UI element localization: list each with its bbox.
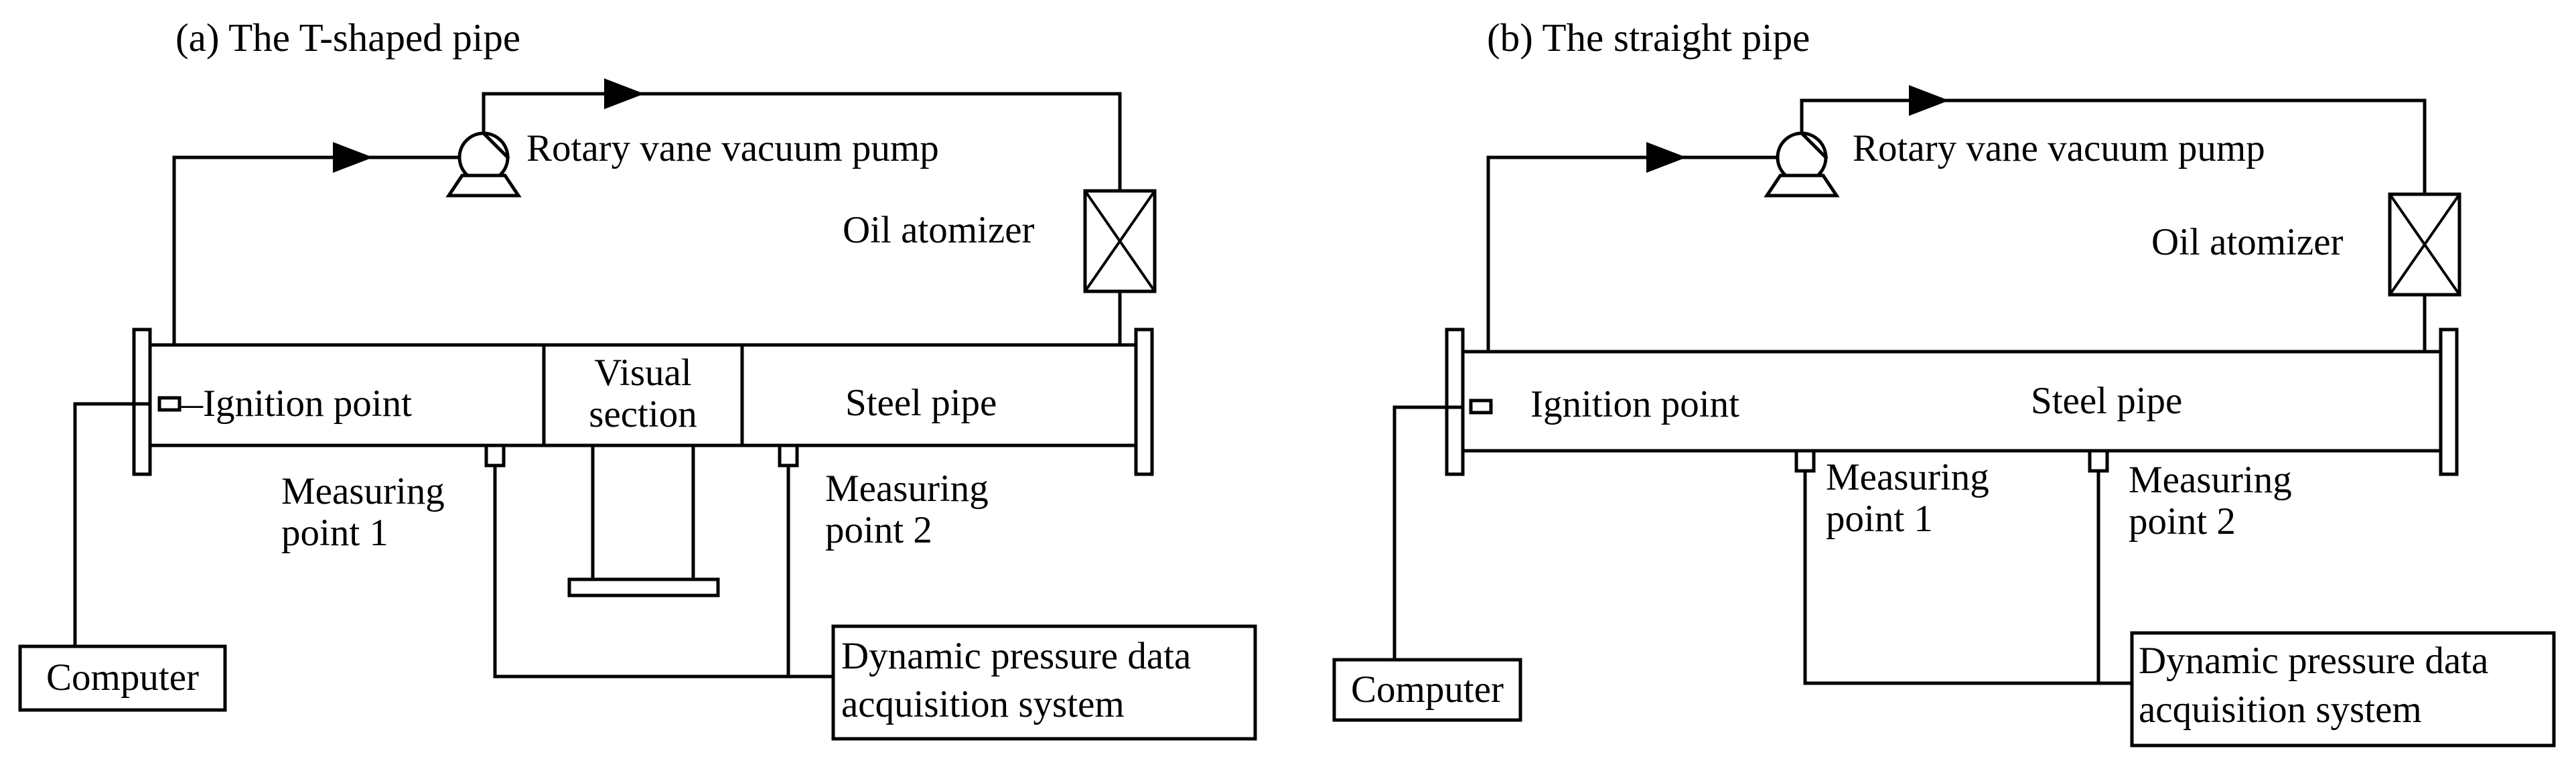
panel-a-visual-label-2: section <box>589 393 697 435</box>
panel-b-computer-box <box>1332 658 1522 722</box>
panel-b-mp1-label-1: Measuring <box>1826 456 1989 498</box>
panel-a-igniter <box>157 396 182 412</box>
panel-a-sensor-1 <box>484 443 506 468</box>
panel-b-pump-icon <box>1764 131 1840 198</box>
panel-b-right-flange <box>2439 328 2459 476</box>
panel-b-mp1-label-2: point 1 <box>1826 498 1933 540</box>
panel-b: (b) The straight pipe Rotary vane vacuum… <box>1332 15 2556 748</box>
panel-b-suction-line <box>1486 155 1784 354</box>
panel-b-mp2-label-1: Measuring <box>2129 459 2292 501</box>
panel-b-sensor-1 <box>1794 449 1816 473</box>
panel-a-atomizer-label: Oil atomizer <box>843 209 1034 251</box>
panel-a-discharge-line <box>482 92 1122 193</box>
panel-a-visual-label-1: Visual <box>594 352 691 394</box>
panel-a-atomizer-icon <box>1083 189 1157 293</box>
panel-b-atomizer-icon <box>2388 192 2461 297</box>
panel-b-daq-box <box>2130 631 2556 748</box>
panel-b-computer-label: Computer <box>1351 668 1504 711</box>
panel-a-computer-box <box>18 644 227 712</box>
panel-a-computer-label: Computer <box>46 656 199 699</box>
panel-a-flow-arrow-1 <box>333 142 373 173</box>
panel-a-suction-line <box>172 155 471 347</box>
panel-a-signal-line-1 <box>493 464 835 679</box>
panel-b-title: (b) The straight pipe <box>1487 15 1810 60</box>
panel-b-pump-label: Rotary vane vacuum pump <box>1853 127 2265 169</box>
panel-b-sensor-2 <box>2088 449 2109 473</box>
panel-a-mp2-label-1: Measuring <box>825 468 989 510</box>
panel-a-title: (a) The T-shaped pipe <box>175 15 520 60</box>
panel-b-daq-label-2: acquisition system <box>2139 689 2422 731</box>
panel-a-ignition-wire <box>73 402 152 648</box>
panel-a-pump-icon <box>445 131 522 198</box>
panel-a: (a) The T-shaped pipe Rotary vane vacuum… <box>18 15 1257 741</box>
panel-a-mp1-label-1: Measuring <box>281 470 445 512</box>
panel-a-pump-label: Rotary vane vacuum pump <box>526 127 939 169</box>
panel-a-steel-label: Steel pipe <box>845 382 997 424</box>
panel-a-branch-plate <box>567 577 720 597</box>
panel-a-main-pipe <box>148 343 1138 447</box>
panel-a-flow-arrow-2 <box>604 78 644 109</box>
panel-b-discharge-line <box>1800 98 2427 196</box>
panel-a-daq-box <box>831 624 1257 741</box>
panel-b-signal-line-1 <box>1803 469 2134 685</box>
panel-a-daq-label-1: Dynamic pressure data <box>841 635 1191 677</box>
panel-b-ignition-label: Ignition point <box>1530 383 1739 425</box>
panel-b-left-flange <box>1445 328 1465 476</box>
panel-b-mp2-label-2: point 2 <box>2129 500 2236 543</box>
panel-b-atomizer-label: Oil atomizer <box>2151 221 2343 263</box>
panel-a-mp2-label-2: point 2 <box>825 509 932 551</box>
panel-b-igniter <box>1469 399 1493 415</box>
panel-b-flow-arrow-1 <box>1646 142 1687 173</box>
panel-b-main-pipe <box>1461 350 2443 453</box>
panel-a-sensor-2 <box>778 443 799 468</box>
panel-a-ignition-label: —Ignition point <box>164 382 412 425</box>
panel-a-daq-label-2: acquisition system <box>841 683 1125 725</box>
panel-b-ignition-wire <box>1392 405 1465 662</box>
panel-a-left-flange <box>132 328 152 476</box>
panel-a-mp1-label-2: point 1 <box>281 512 388 554</box>
panel-b-flow-arrow-2 <box>1909 85 1949 116</box>
panel-b-steel-label: Steel pipe <box>2031 380 2182 422</box>
panel-b-daq-label-1: Dynamic pressure data <box>2139 640 2488 682</box>
panel-a-right-flange <box>1134 328 1154 476</box>
